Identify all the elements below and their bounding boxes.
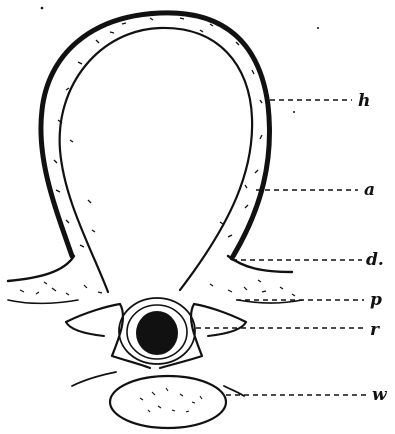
stray-speck: [41, 7, 44, 10]
label-w: w: [372, 385, 388, 405]
arch-lower-right: [208, 322, 246, 336]
sac-wall-stippling: [54, 18, 262, 247]
label-p: p: [370, 290, 382, 310]
label-r: r: [370, 320, 380, 340]
subcutaneous-stippling: [20, 280, 295, 296]
arch-lower-left: [66, 322, 104, 336]
stray-speck: [317, 27, 319, 29]
label-h: h: [358, 91, 370, 111]
lateral-process-left: [72, 372, 116, 386]
skin-layer-left: [8, 256, 74, 281]
sac-inner-lining: [60, 28, 253, 292]
label-d: d.: [366, 250, 384, 270]
sac-outer-membrane: [41, 13, 270, 258]
stray-speck: [293, 111, 295, 113]
skin-layer-right: [228, 256, 292, 272]
vertebral-body-stippling: [140, 388, 202, 412]
label-a: a: [364, 180, 375, 200]
vertebral-body: [110, 376, 226, 428]
spinal-cord: [136, 311, 178, 355]
subcutaneous-boundary-left: [8, 300, 78, 303]
